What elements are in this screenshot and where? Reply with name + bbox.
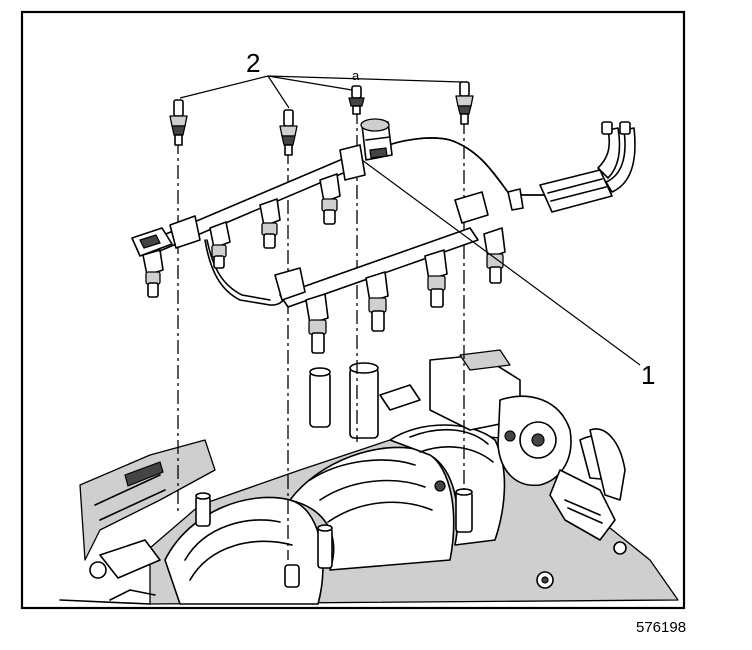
fuel-injectors [142,173,506,354]
callout-fuel-rail: 1 [641,360,655,390]
fastener-1 [169,99,188,146]
callout-fasteners: 2 [246,48,260,78]
fuel-pressure-regulator [360,118,393,161]
injector-6 [365,271,389,332]
figure-number: 576198 [636,619,687,636]
injector-3 [259,198,281,249]
injector-2 [209,221,231,269]
illustration-frame [20,10,686,610]
callout-leaders [179,75,641,366]
fuel-rail-fasteners [169,81,474,156]
injector-4 [319,173,341,225]
injector-7 [424,249,448,308]
callout-fastener-note: a [352,68,360,83]
intake-manifold [59,349,679,605]
fastener-4 [455,81,474,125]
fastener-3 [348,85,365,115]
injector-1 [142,249,164,298]
injector-5 [305,293,329,354]
fuel-rail-assembly [131,118,636,308]
fastener-2 [279,109,298,156]
injector-8 [483,227,506,284]
